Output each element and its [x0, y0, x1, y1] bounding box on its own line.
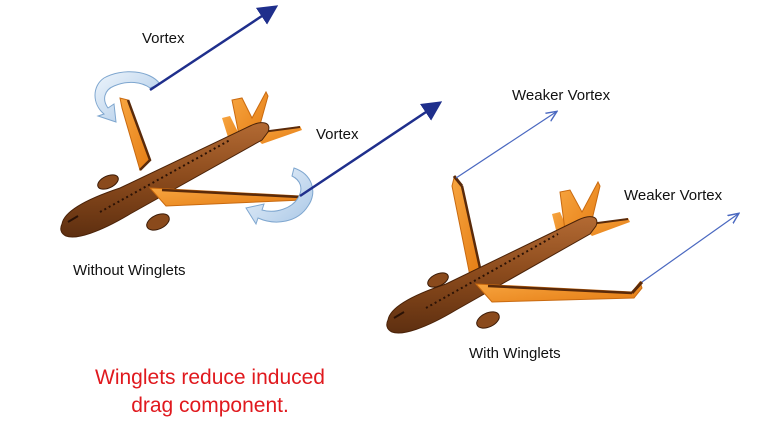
vortex-label-top: Vortex: [142, 30, 185, 47]
vortex-label-mid: Vortex: [316, 126, 359, 143]
with-winglets-label: With Winglets: [469, 345, 561, 362]
vortex-arrow-mid: [299, 101, 443, 198]
caption: Winglets reduce induced drag component.: [60, 364, 360, 420]
caption-line-2: drag component.: [131, 394, 289, 417]
weaker-vortex-label-right: Weaker Vortex: [624, 187, 723, 204]
without-winglets-label: Without Winglets: [73, 262, 186, 279]
caption-line-1: Winglets reduce induced: [95, 366, 325, 389]
weaker-vortex-label-top: Weaker Vortex: [512, 87, 611, 104]
weaker-vortex-arrow-right: [641, 214, 738, 283]
vortex-swirl-icon: [94, 71, 314, 226]
vortex-arrow-top: [149, 5, 279, 92]
airplane-with-winglets-icon: [386, 175, 644, 334]
weaker-vortex-arrow-top: [455, 112, 556, 179]
